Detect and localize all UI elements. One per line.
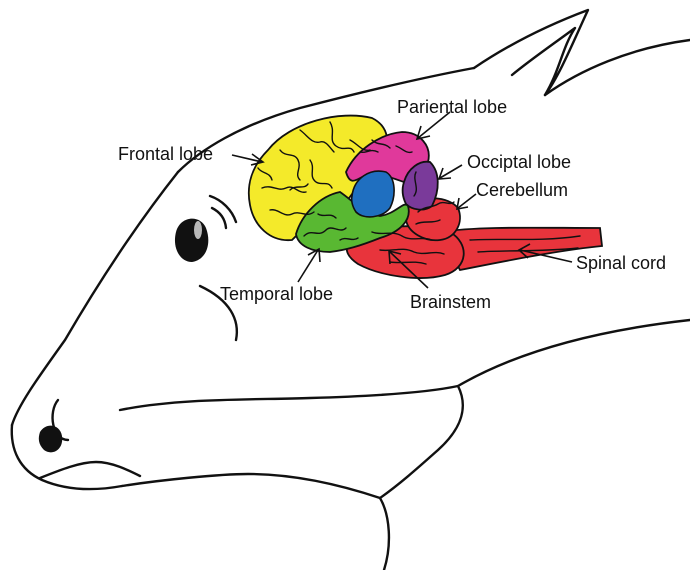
label-occipital-lobe: Occiptal lobe: [467, 152, 571, 172]
horse-head-outline: [12, 10, 690, 570]
nostril-icon: [39, 426, 62, 453]
label-parietal-lobe: Pariental lobe: [397, 97, 507, 117]
eye-icon: [175, 219, 208, 262]
label-frontal-lobe: Frontal lobe: [118, 144, 213, 164]
label-spinal-cord: Spinal cord: [576, 253, 666, 273]
label-brainstem: Brainstem: [410, 292, 491, 312]
cerebellum-arrow: [458, 194, 476, 208]
label-cerebellum: Cerebellum: [476, 180, 568, 200]
label-temporal-lobe: Temporal lobe: [220, 284, 333, 304]
occipital-arrow: [440, 165, 462, 178]
eye-highlight: [194, 221, 202, 239]
